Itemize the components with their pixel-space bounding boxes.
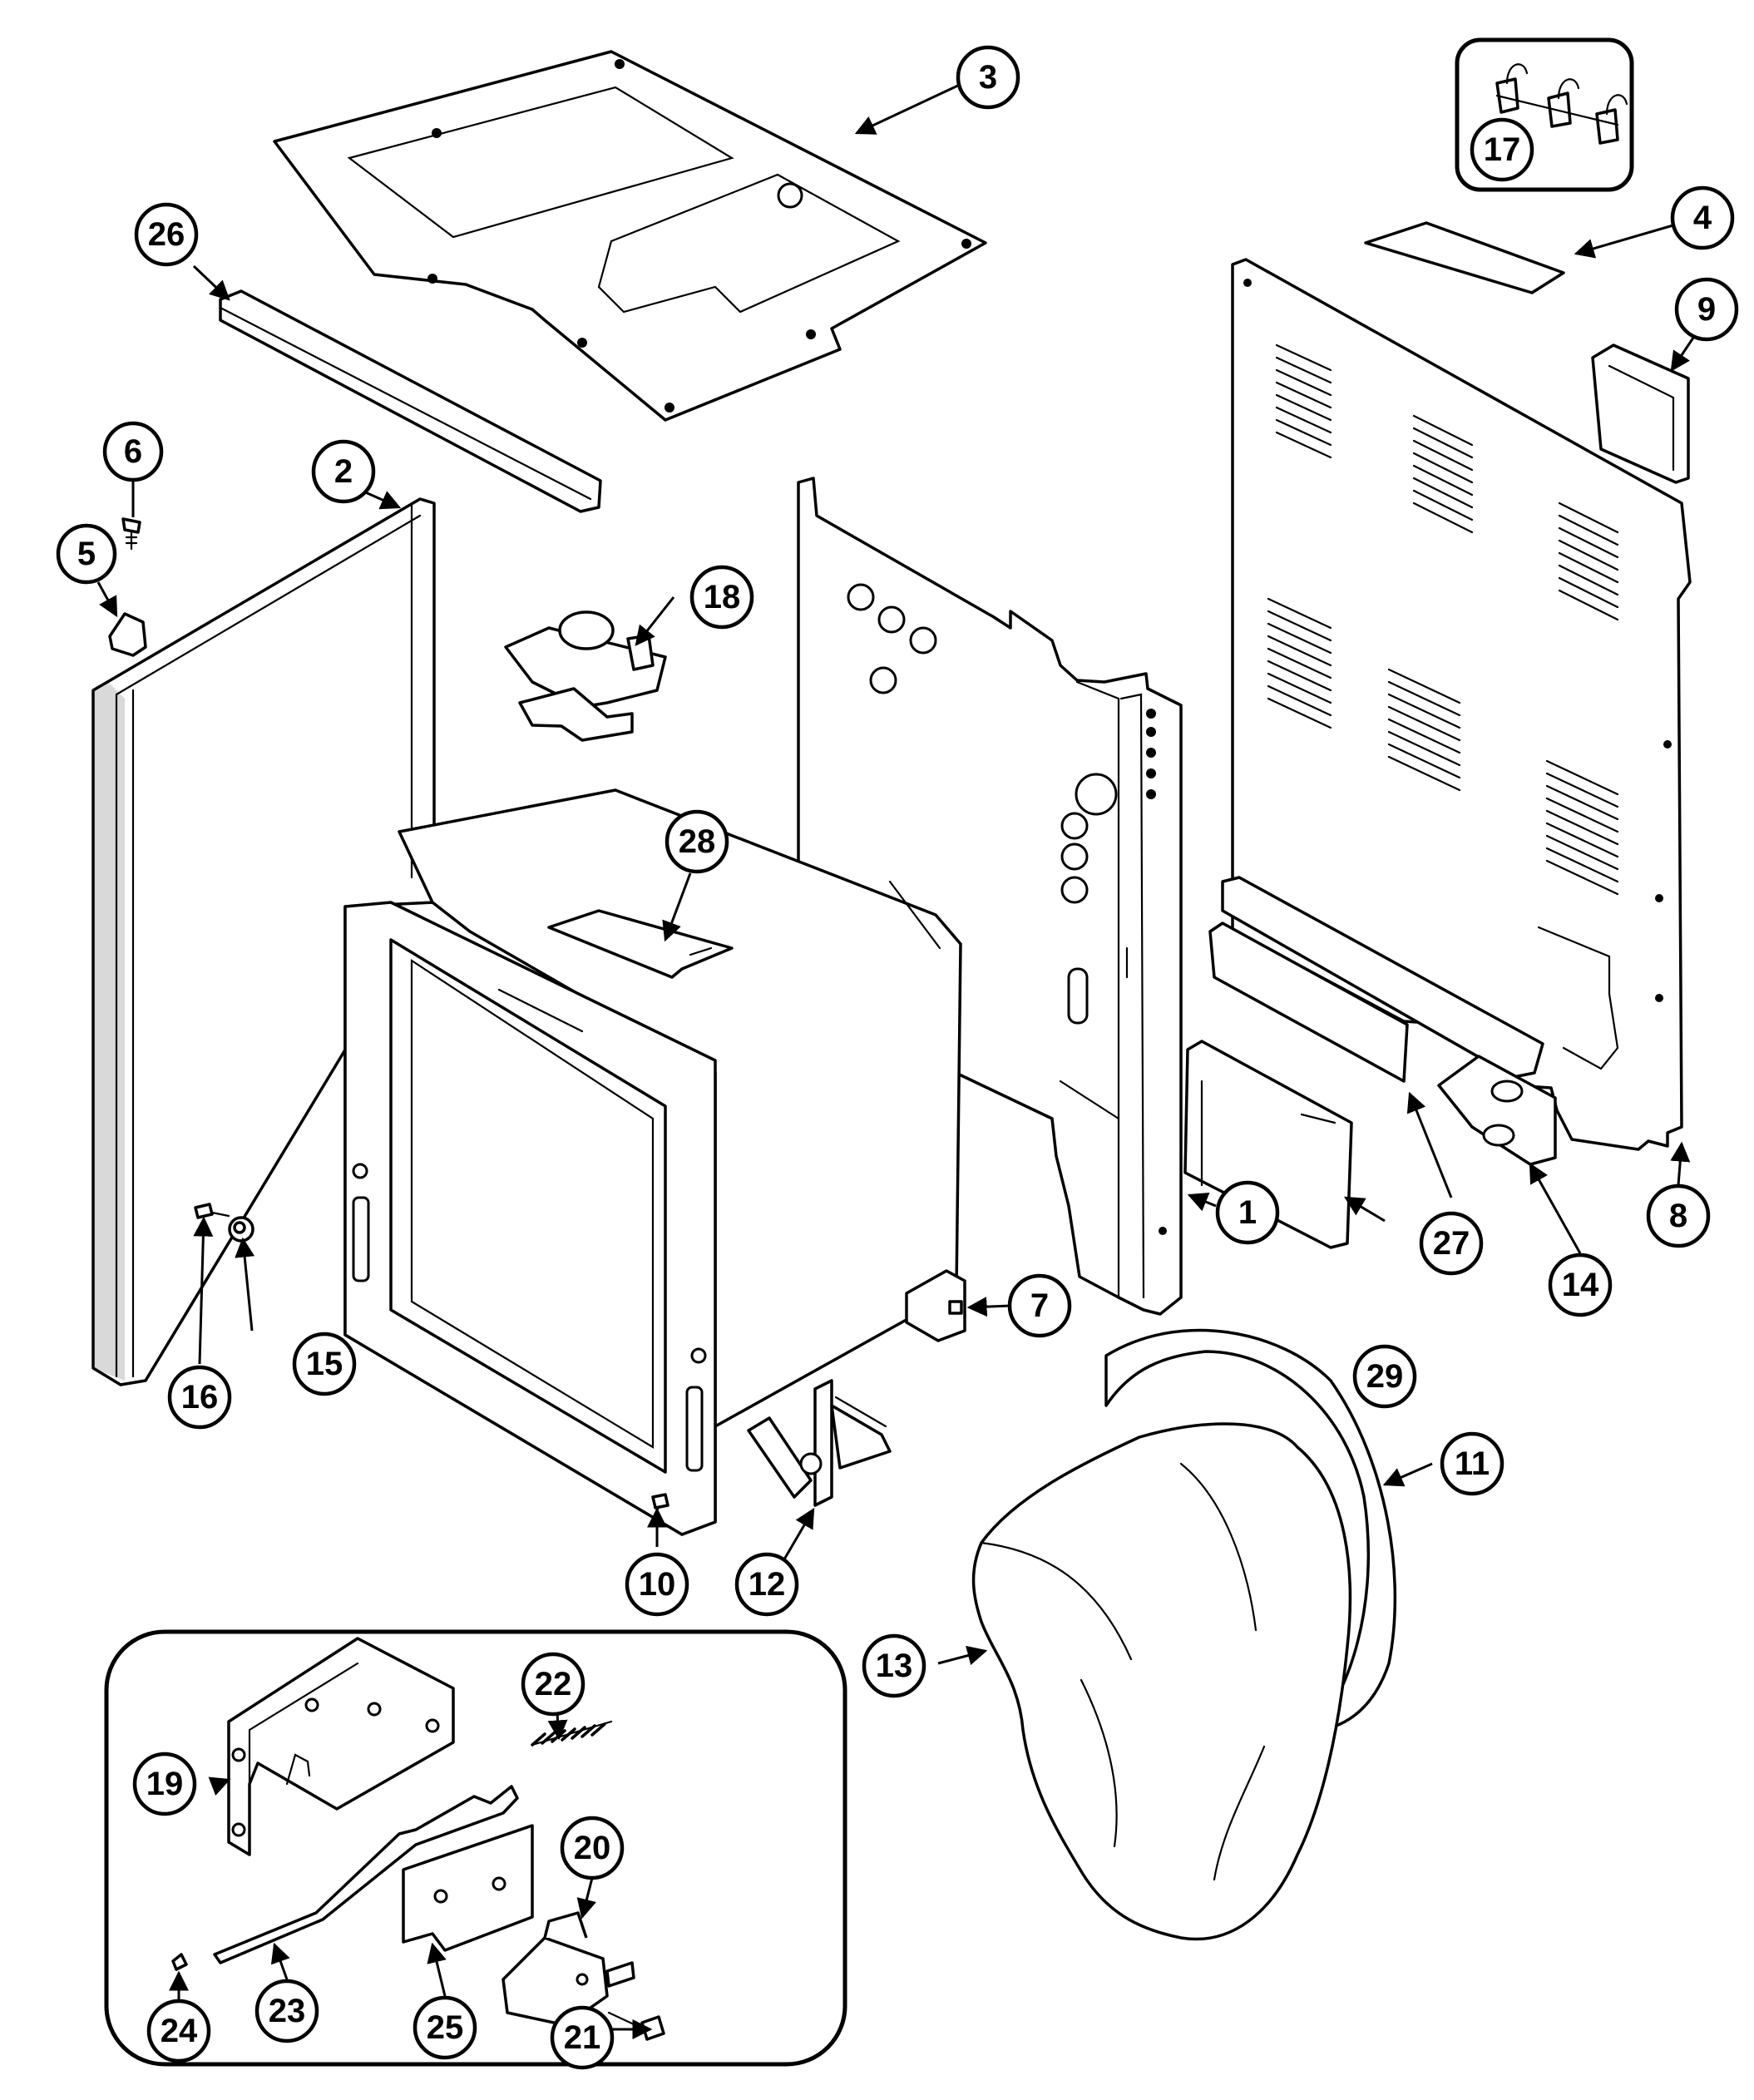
part-4-shield	[1364, 221, 1565, 294]
callout-8-label: 8	[1669, 1198, 1687, 1234]
part-13-insulation	[971, 1422, 1352, 1941]
callout-15: 15	[292, 1332, 357, 1396]
callout-7: 7	[1007, 1273, 1072, 1338]
callout-27: 27	[1419, 1211, 1484, 1276]
callout-14-label: 14	[1562, 1267, 1599, 1303]
callout-12-label: 12	[749, 1566, 786, 1603]
callout-24-label: 24	[161, 2013, 198, 2049]
callout-27-label: 27	[1433, 1225, 1470, 1262]
callout-26: 26	[134, 202, 199, 267]
part-15-bumper	[228, 1216, 254, 1243]
part-18-switch	[504, 610, 667, 742]
callout-12: 12	[734, 1552, 799, 1617]
callout-6-label: 6	[124, 433, 142, 470]
callout-14: 14	[1548, 1253, 1613, 1317]
callout-10: 10	[625, 1552, 689, 1617]
callout-2: 2	[311, 439, 376, 504]
part-3-top-plate	[273, 50, 987, 422]
callout-8: 8	[1646, 1183, 1711, 1248]
part-7-clip	[905, 1269, 966, 1342]
callout-28: 28	[665, 809, 729, 874]
callout-3-label: 3	[979, 59, 997, 96]
callout-9-label: 9	[1697, 291, 1716, 328]
callout-10-label: 10	[639, 1566, 676, 1603]
callout-25-label: 25	[427, 2009, 464, 2046]
callout-4: 4	[1670, 185, 1735, 250]
callout-21-label: 21	[564, 2019, 601, 2056]
callout-13-label: 13	[876, 1648, 913, 1684]
callout-24: 24	[146, 1999, 211, 2063]
callout-21: 21	[550, 2005, 615, 2070]
callout-23: 23	[254, 1979, 319, 2043]
callout-1: 1	[1215, 1180, 1280, 1245]
part-6-screw	[121, 517, 141, 551]
callout-20: 20	[560, 1816, 625, 1880]
leader-lines	[96, 82, 1698, 2039]
callout-15-label: 15	[306, 1346, 343, 1382]
callout-17-label: 17	[1484, 131, 1521, 168]
callout-19: 19	[132, 1752, 197, 1816]
part-28-plate	[547, 909, 734, 979]
callout-25: 25	[413, 1995, 477, 2060]
part-14-bracket	[1437, 1055, 1557, 1166]
callout-18-label: 18	[704, 579, 741, 615]
part-9-bracket	[1591, 343, 1690, 484]
part-12-hinge	[747, 1379, 892, 1507]
part-5-clip	[108, 612, 147, 657]
part-26-trim-bar	[219, 289, 602, 513]
callout-2-label: 2	[334, 453, 353, 490]
callout-16-label: 16	[181, 1379, 219, 1416]
callout-26-label: 26	[148, 216, 185, 253]
callout-5-label: 5	[77, 536, 96, 572]
callout-4-label: 4	[1693, 200, 1712, 236]
callout-17: 17	[1470, 117, 1534, 182]
callout-6: 6	[102, 421, 164, 482]
part-1-side-panel	[797, 477, 1183, 1316]
callout-28-label: 28	[679, 823, 716, 860]
part-29-plate	[1183, 1040, 1353, 1249]
callout-29-label: 29	[1366, 1358, 1404, 1395]
callout-5: 5	[56, 523, 117, 585]
part-27-plate	[1208, 922, 1409, 1083]
callout-29: 29	[1352, 1344, 1417, 1409]
callout-3: 3	[956, 45, 1020, 110]
part-16-screw	[194, 1203, 230, 1219]
callout-20-label: 20	[574, 1830, 611, 1866]
callout-13: 13	[862, 1633, 926, 1698]
part-8-rear-panel	[1221, 258, 1692, 1151]
callout-18: 18	[689, 565, 754, 630]
callout-9: 9	[1674, 277, 1739, 342]
callout-16: 16	[167, 1365, 232, 1430]
oven-cavity	[343, 788, 962, 1536]
part-2-left-side	[91, 497, 436, 1386]
callout-11-label: 11	[1455, 1445, 1490, 1482]
callout-7-label: 7	[1030, 1287, 1049, 1324]
callout-22: 22	[521, 1652, 585, 1717]
callout-11: 11	[1440, 1431, 1504, 1496]
callout-23-label: 23	[269, 1993, 306, 2029]
callout-1-label: 1	[1238, 1194, 1257, 1231]
callout-22-label: 22	[535, 1666, 572, 1702]
callout-19-label: 19	[146, 1766, 184, 1802]
latch-inset	[104, 1629, 847, 2067]
